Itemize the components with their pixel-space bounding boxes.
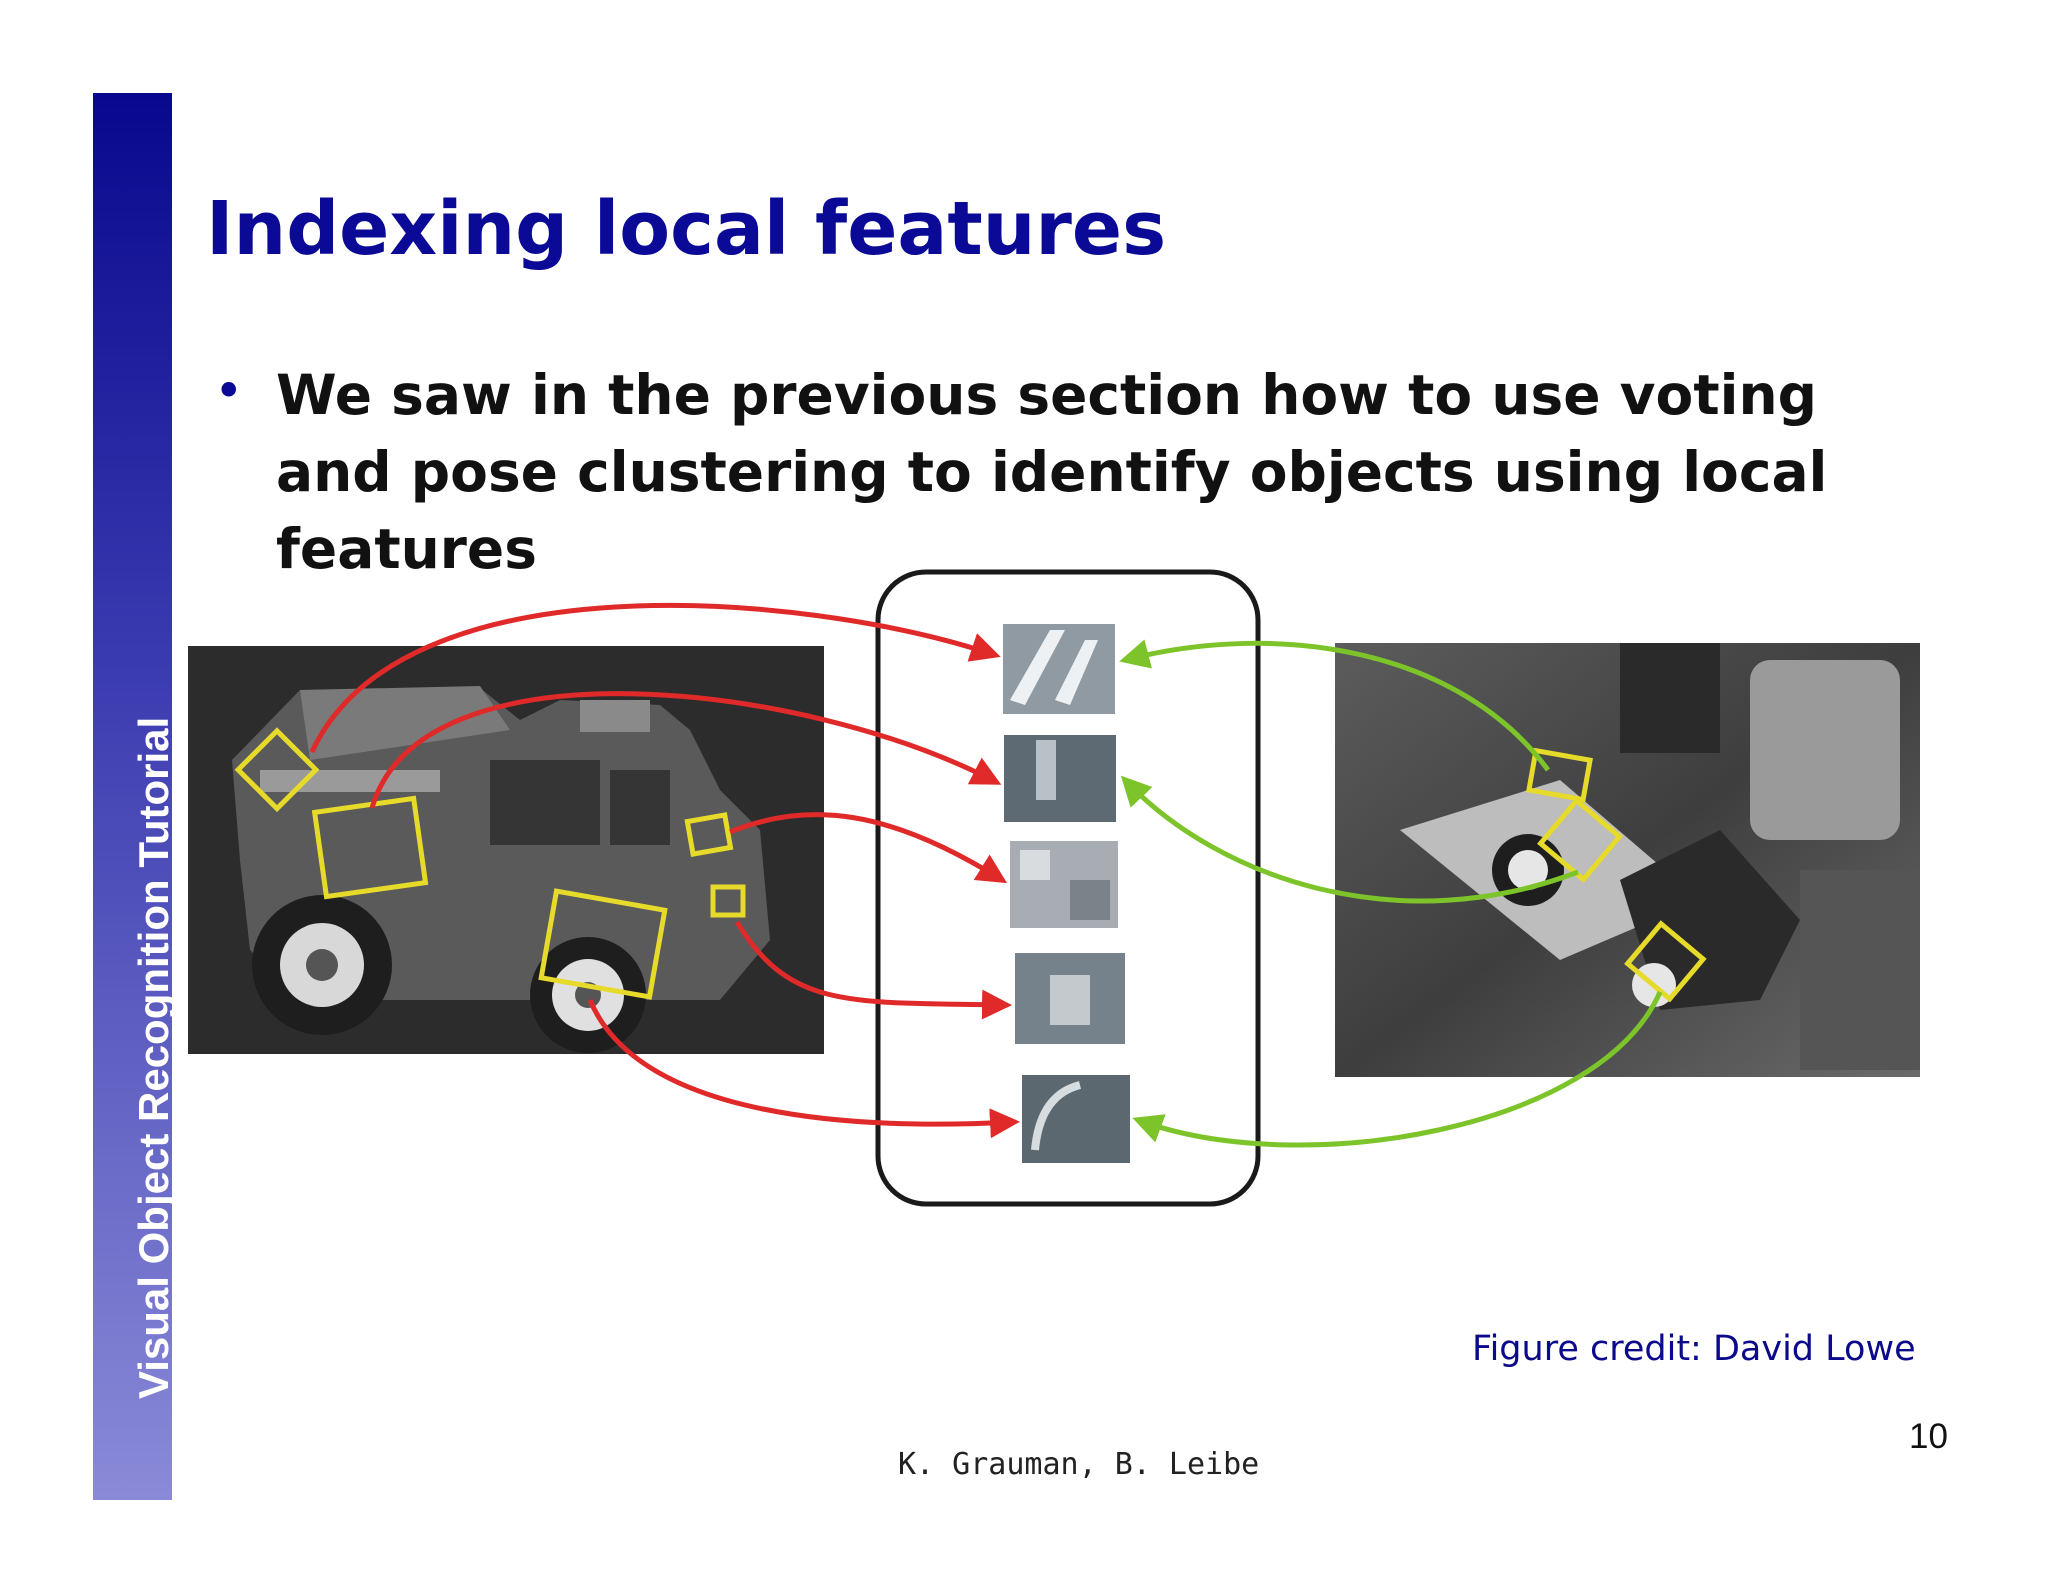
bullet-marker: • (214, 362, 244, 420)
match-arrow (1119, 639, 1551, 772)
feature-box (311, 795, 429, 900)
match-arrow (587, 999, 1020, 1139)
scene-image (1335, 643, 1920, 1077)
match-arrow (734, 920, 1012, 1020)
match-arrow (729, 812, 1008, 884)
feature-patch (1004, 735, 1116, 822)
match-arrow (1132, 990, 1663, 1148)
feature-box (1537, 797, 1623, 883)
slide-title: Indexing local features (206, 186, 1167, 272)
feature-box (684, 812, 734, 857)
model-feature-boxes (234, 727, 746, 1000)
feature-box (234, 727, 320, 813)
feature-box (1624, 920, 1707, 1003)
scene-match-arrows (1119, 639, 1663, 1148)
match-arrow (1120, 775, 1579, 904)
feature-box (538, 888, 668, 1000)
match-database-frame (875, 569, 1261, 1207)
page-number: 10 (1909, 1417, 1948, 1456)
scene-feature-boxes (1526, 747, 1707, 1003)
slide-authors: K. Grauman, B. Leibe (898, 1447, 1260, 1482)
match-arrow (309, 603, 1001, 754)
feature-patches (1003, 624, 1130, 1163)
feature-box (1526, 747, 1593, 803)
model-match-arrows (309, 603, 1020, 1139)
figure-credit: Figure credit: David Lowe (1472, 1329, 1916, 1369)
sidebar-bar (93, 93, 172, 1500)
feature-box (710, 884, 746, 918)
match-arrow (369, 691, 1002, 809)
bullet-text: We saw in the previous section how to us… (276, 363, 1828, 581)
